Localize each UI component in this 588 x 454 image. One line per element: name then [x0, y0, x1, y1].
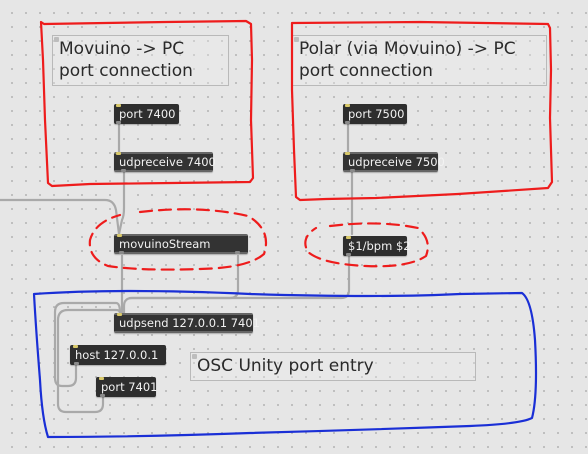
object-udpsend[interactable]: udpsend 127.0.0.1 7401	[114, 313, 260, 333]
outlet[interactable]	[350, 169, 355, 172]
object-label: host 127.0.0.1	[75, 348, 159, 362]
comment-polar-port-connection[interactable]: Polar (via Movuino) -> PC port connectio…	[292, 35, 547, 86]
comment-inlet-mark	[54, 37, 59, 42]
outlet[interactable]	[116, 121, 121, 124]
inlet[interactable]	[73, 345, 78, 348]
object-label: port 7400	[119, 107, 176, 121]
inlet[interactable]	[345, 152, 350, 155]
object-label: port 7401	[101, 380, 158, 394]
outlet-left[interactable]	[119, 251, 124, 254]
comment-inlet-mark	[294, 37, 299, 42]
inlet[interactable]	[117, 234, 122, 237]
outlet-right[interactable]	[235, 251, 240, 254]
message-port-7401[interactable]: port 7401	[96, 377, 158, 397]
message-port-7500[interactable]: port 7500	[343, 104, 407, 124]
outlet[interactable]	[100, 394, 105, 397]
object-label: $1/bpm $2	[348, 239, 411, 253]
cord-movuino-right-to-udpsend	[122, 254, 240, 315]
inlet[interactable]	[116, 152, 121, 155]
object-label: port 7500	[348, 107, 405, 121]
outlet[interactable]	[121, 169, 126, 172]
outlet[interactable]	[74, 362, 79, 365]
cord-udpreceive7400-to-movuinostream	[117, 170, 126, 236]
inlet[interactable]	[99, 377, 104, 380]
comment-inlet-mark	[192, 354, 197, 359]
cord-bpm-to-udpsend	[128, 254, 351, 300]
inlet[interactable]	[345, 104, 350, 107]
object-label: udpreceive 7500	[348, 155, 445, 169]
inlet[interactable]	[346, 236, 351, 239]
outlet[interactable]	[345, 121, 350, 124]
object-udpreceive-7500[interactable]: udpreceive 7500	[343, 152, 445, 172]
cord-offscreen-to-movuinostream	[0, 198, 121, 236]
object-udpreceive-7400[interactable]: udpreceive 7400	[114, 152, 216, 172]
object-label: movuinoStream	[119, 237, 211, 251]
object-label: udpreceive 7400	[119, 155, 216, 169]
comment-movuino-port-connection[interactable]: Movuino -> PC port connection	[52, 35, 229, 86]
message-port-7400[interactable]: port 7400	[114, 104, 179, 124]
message-bpm[interactable]: $1/bpm $2	[343, 236, 411, 256]
message-host[interactable]: host 127.0.0.1	[70, 345, 166, 365]
object-label: udpsend 127.0.0.1 7401	[119, 316, 260, 330]
inlet[interactable]	[116, 104, 121, 107]
inlet[interactable]	[117, 313, 122, 316]
outlet[interactable]	[346, 253, 351, 256]
object-movuino-stream[interactable]: movuinoStream	[114, 234, 248, 254]
comment-osc-unity-port-entry[interactable]: OSC Unity port entry	[190, 352, 476, 381]
